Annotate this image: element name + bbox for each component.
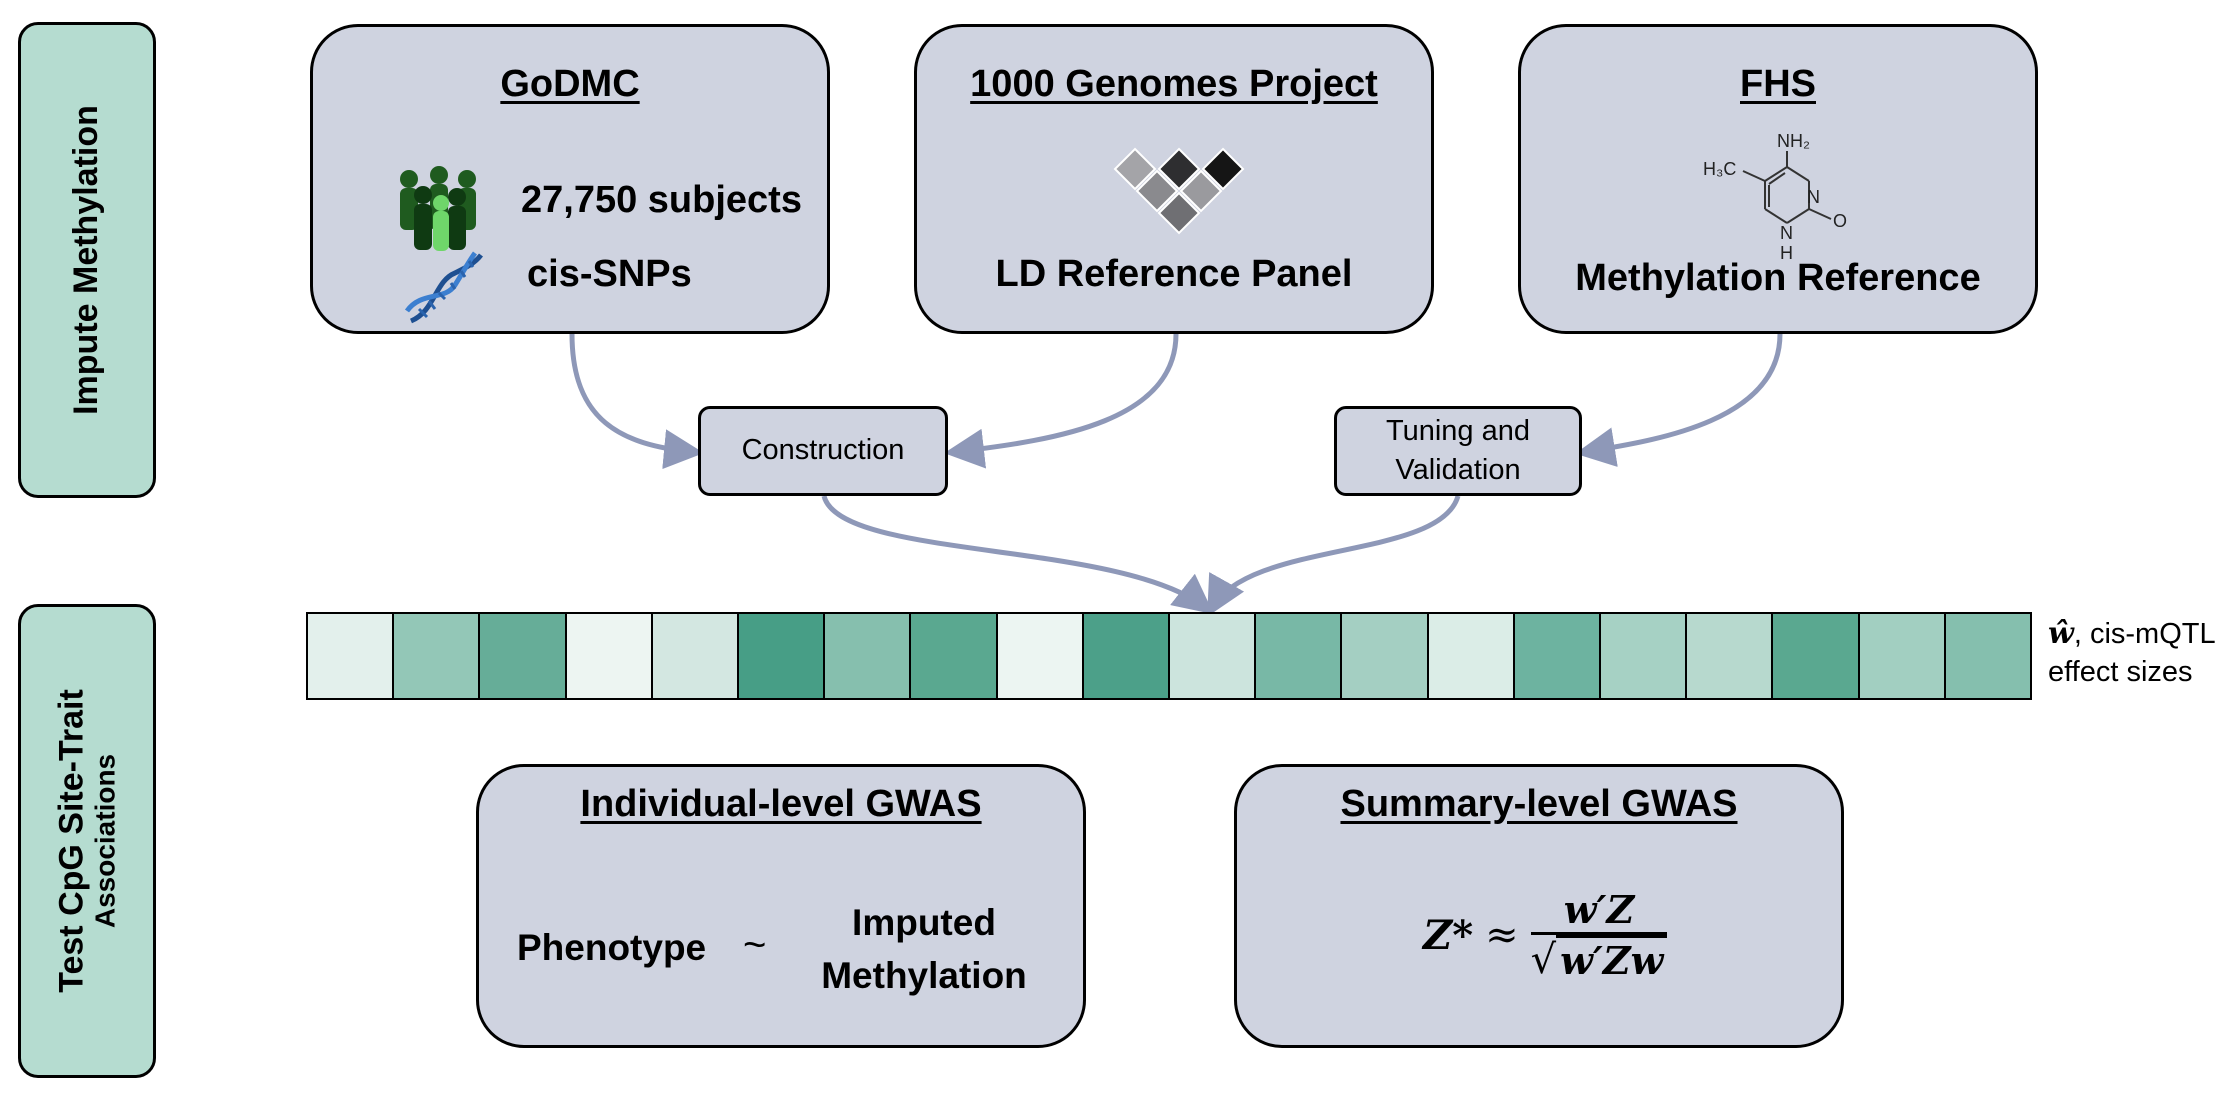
atom-nh: N [1780, 223, 1793, 243]
arrow-fhs-to-tuning [1575, 333, 1783, 468]
atom-ch3: H₃C [1703, 159, 1736, 179]
w-hat-symbol: ŵ [2048, 616, 2074, 651]
ld-reference-panel-label: LD Reference Panel [995, 253, 1353, 295]
weight-cell [1857, 612, 1946, 700]
godmc-title: GoDMC [500, 63, 640, 105]
phenotype-label: Phenotype [517, 927, 707, 968]
test-associations-label: Test CpG Site-Trait Associations [18, 604, 156, 1078]
people-icon [400, 166, 476, 251]
genomes-box: 1000 Genomes Project LD Reference Panel [914, 24, 1434, 334]
summary-gwas-title: Summary-level GWAS [1340, 783, 1738, 825]
arrow-construction-to-strip [821, 495, 1214, 615]
weight-cell [478, 612, 567, 700]
arrow-genomes-to-construction [944, 333, 1179, 469]
z-star-formula: Z* ≈ w′Z √ w′Zw [1423, 887, 1668, 983]
tuning-line1: Tuning and [1385, 414, 1531, 447]
weight-cell [650, 612, 739, 700]
weight-cell [1771, 612, 1860, 700]
denominator-text: w′Zw [1556, 935, 1668, 983]
atom-nh2: NH₂ [1777, 131, 1810, 151]
individual-gwas-title: Individual-level GWAS [580, 783, 982, 825]
weight-cell [909, 612, 998, 700]
atom-o: O [1833, 211, 1847, 231]
atom-h: H [1780, 243, 1793, 263]
cytosine-molecule-icon: NH₂ H₃C N N H O [1703, 131, 1847, 263]
construction-label: Construction [741, 434, 905, 467]
weight-cell [306, 612, 395, 700]
weight-cell [564, 612, 653, 700]
cis-snps-label: cis-SNPs [527, 253, 692, 295]
individual-gwas-box: Individual-level GWAS Phenotype ~ Impute… [476, 764, 1086, 1048]
sqrt-symbol: √ [1530, 937, 1557, 983]
weight-cell [1685, 612, 1774, 700]
weight-cell [1599, 612, 1688, 700]
arrow-tuning-to-strip [1207, 495, 1461, 617]
dna-icon [405, 251, 483, 324]
fraction-bar [1530, 932, 1668, 935]
arrow-godmc-to-construction [569, 333, 704, 470]
tilde-symbol: ~ [743, 923, 767, 967]
tuning-validation-box: Tuning and Validation [1334, 406, 1582, 496]
weight-cell [1254, 612, 1343, 700]
approx-symbol: ≈ [1485, 912, 1519, 958]
imputed-line1: Imputed [852, 902, 996, 943]
weight-cell [995, 612, 1084, 700]
atom-n: N [1807, 187, 1820, 207]
impute-methylation-label: Impute Methylation [18, 22, 156, 498]
weights-label-line1: , cis-mQTL [2073, 618, 2216, 650]
weight-cell [1168, 612, 1257, 700]
imputed-methylation-label: Imputed Methylation [779, 897, 1069, 1002]
numerator: w′Z [1563, 887, 1635, 932]
weight-cell [1340, 612, 1429, 700]
weight-cell [1943, 612, 2032, 700]
subjects-count: 27,750 subjects [521, 179, 802, 221]
z-star: Z* [1423, 911, 1474, 959]
weights-label-line2: effect sizes [2048, 655, 2193, 688]
godmc-box: GoDMC 27,750 subjects cis-SNPs [310, 24, 830, 334]
fraction: w′Z √ w′Zw [1530, 887, 1668, 983]
weight-cell [392, 612, 481, 700]
methylation-reference-label: Methylation Reference [1575, 257, 1981, 299]
imputed-line2: Methylation [821, 954, 1027, 996]
construction-box: Construction [698, 406, 948, 496]
weight-cell [823, 612, 912, 700]
summary-gwas-box: Summary-level GWAS Z* ≈ w′Z √ w′Zw [1234, 764, 1844, 1048]
fhs-box: FHS NH₂ H₃C N N H O Methylation Referenc… [1518, 24, 2038, 334]
denominator: √ w′Zw [1531, 935, 1668, 983]
genomes-title: 1000 Genomes Project [970, 63, 1378, 105]
weight-cell [1081, 612, 1170, 700]
weights-label: ŵ, cis-mQTL effect sizes [2048, 614, 2216, 691]
tuning-line2: Validation [1395, 454, 1521, 486]
weight-cell [737, 612, 826, 700]
ld-matrix-icon [1113, 147, 1245, 235]
weight-cell [1512, 612, 1601, 700]
weight-cell [1426, 612, 1515, 700]
fhs-title: FHS [1740, 63, 1816, 105]
